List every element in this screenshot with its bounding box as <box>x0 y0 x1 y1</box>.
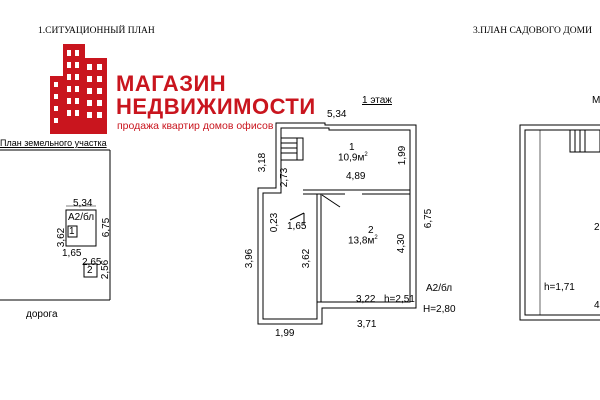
fp-dim-left-inner: 3,62 <box>301 248 313 269</box>
fp-ceiling-height: h=2,51 <box>384 294 415 305</box>
fp-room2-area-value: 13,8м <box>348 235 375 247</box>
corner-partial-heading: М <box>592 95 600 106</box>
fp-room2-number: 2 <box>368 225 374 236</box>
fp-building-code: А2/бл <box>426 283 453 294</box>
site-dim-small-top: 2,65 <box>82 257 102 268</box>
site-road-label: дорога <box>26 309 58 320</box>
logo-line-2: НЕДВИЖИМОСТИ <box>116 94 316 119</box>
site-dim-small-right: 2,56 <box>100 259 112 280</box>
fp-room1-area-value: 10,9м <box>338 152 365 164</box>
hp2-partial-4: 4 <box>594 300 600 311</box>
fp-dim-room1-right: 1,99 <box>397 145 409 166</box>
fp-dim-bottom-right: 3,71 <box>357 319 377 330</box>
plot-plan-heading: План земельного участка <box>0 138 107 148</box>
hp2-ceiling-height: h=1,71 <box>544 282 575 293</box>
fp-room1-area: 10,9м2 <box>338 152 368 163</box>
site-dim-right: 6,75 <box>101 217 113 238</box>
fp-room2-area: 13,8м2 <box>348 235 378 246</box>
fp-total-height: H=2,80 <box>423 304 456 315</box>
fp-dim-stair-left: 3,18 <box>257 152 269 173</box>
house-plan-2-walls <box>519 124 600 321</box>
fp-dim-outer-right: 6,75 <box>423 208 435 229</box>
hp2-partial-2: 2 <box>594 222 600 233</box>
fp-dim-bottom-left: 1,99 <box>275 328 295 339</box>
fp-dim-wall-small: 0,23 <box>269 212 281 233</box>
fp-dim-left-outer: 3,96 <box>244 248 256 269</box>
logo-tagline: продажа квартир домов офисов <box>117 120 274 132</box>
fp-dim-top: 5,34 <box>327 109 347 120</box>
fp-room2-area-sup: 2 <box>374 235 378 241</box>
fp-dim-bottom-inner: 3,22 <box>356 294 376 305</box>
site-building <box>65 205 98 278</box>
site-room-marker-1: 1 <box>69 226 75 237</box>
fp-room1-number: 1 <box>349 142 355 153</box>
fp-dim-room2-right: 4,30 <box>396 233 408 254</box>
fp-dim-corridor: 1,65 <box>287 221 307 232</box>
site-dim-top: 5,34 <box>73 198 93 209</box>
fp-room1-area-sup: 2 <box>364 152 368 158</box>
site-dim-bottom-left: 1,65 <box>62 248 82 259</box>
site-room-marker-2: 2 <box>87 265 93 276</box>
floor-plan-walls <box>257 122 417 325</box>
site-plan-frame <box>0 149 111 301</box>
floor-1-heading: 1 этаж <box>362 95 392 106</box>
house-plan-heading: 3.ПЛАН САДОВОГО ДОМИ <box>473 26 592 36</box>
site-building-code: А2/бл <box>68 212 95 223</box>
fp-dim-inner-width: 4,89 <box>346 171 366 182</box>
situation-plan-heading: 1.СИТУАЦИОННЫЙ ПЛАН <box>38 26 155 36</box>
site-dim-left: 3,62 <box>56 227 68 248</box>
logo-line-1: МАГАЗИН <box>116 71 227 96</box>
fp-dim-stair-inner: 2,73 <box>279 167 291 188</box>
